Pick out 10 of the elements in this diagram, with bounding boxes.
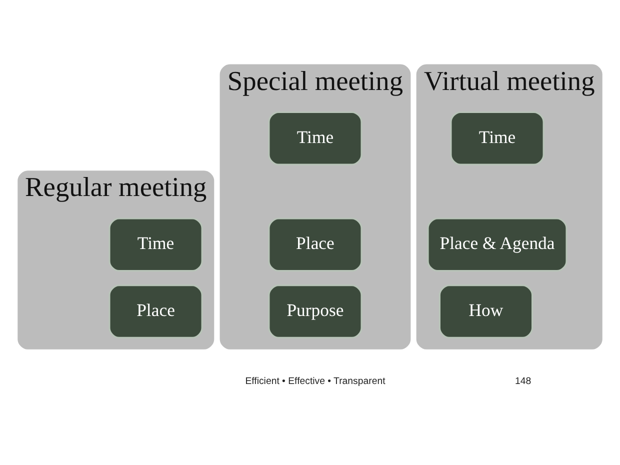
node-box: Time [450, 110, 544, 165]
node-box: How [438, 284, 534, 338]
label: 148 [514, 376, 532, 387]
node-box: Time [108, 217, 203, 272]
node-box: Place [108, 284, 203, 338]
node-box: Time [268, 110, 362, 165]
node-box: Purpose [268, 284, 362, 338]
node-box: Place [268, 217, 362, 272]
label: Efficient • Effective • Transparent [245, 376, 386, 387]
node-box: Place & Agenda [427, 217, 568, 272]
